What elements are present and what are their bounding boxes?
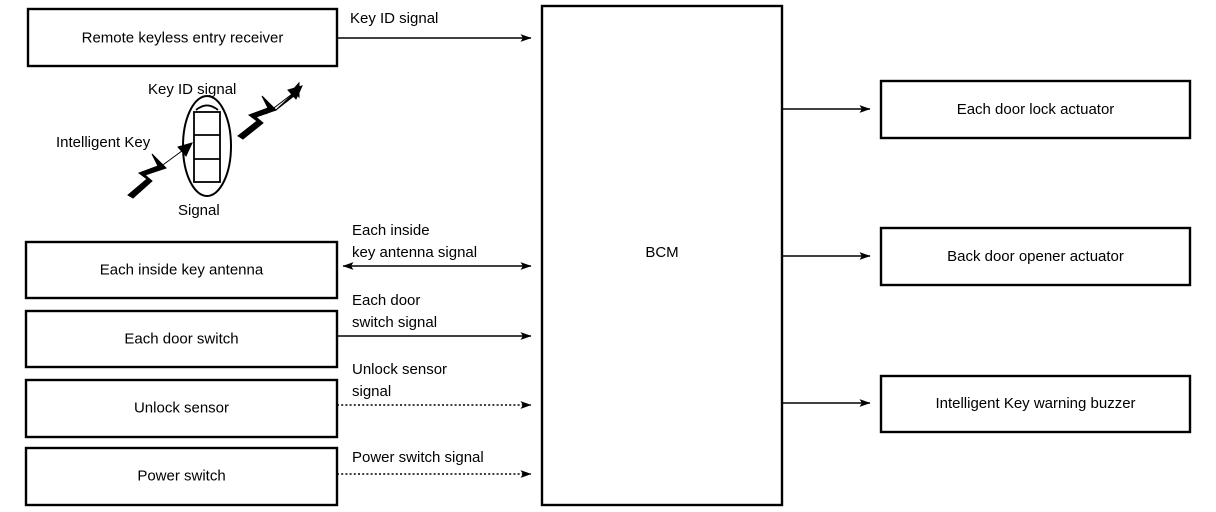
input-box-unlock-sensor[interactable]: Unlock sensor (24, 378, 339, 439)
signal-label-each-door-switch-line1: Each door (352, 292, 420, 309)
output-label-each-door-lock-actuator: Each door lock actuator (957, 101, 1115, 118)
signal-label-unlock-sensor-line1: Unlock sensor (352, 361, 447, 378)
signal-label-key-id-signal-receiver: Key ID signal (350, 10, 438, 27)
input-label-each-door-switch: Each door switch (124, 330, 238, 347)
signal-label-each-inside-line2: key antenna signal (352, 244, 477, 261)
input-box-power-switch[interactable]: Power switch (24, 446, 339, 507)
input-label-each-inside-key-antenna: Each inside key antenna (100, 261, 264, 278)
input-label-unlock-sensor: Unlock sensor (134, 399, 229, 416)
output-box-back-door-opener-actuator[interactable]: Back door opener actuator (879, 226, 1192, 287)
key-illustration-label-intelligent-key: Intelligent Key (56, 134, 151, 151)
lightning-bolt-up-left-icon (127, 142, 193, 199)
lightning-bolt-up-right-icon (237, 81, 303, 140)
controller-label-bcm: BCM (645, 244, 678, 261)
input-box-each-door-switch[interactable]: Each door switch (24, 309, 339, 369)
output-label-back-door-opener-actuator: Back door opener actuator (947, 248, 1124, 265)
output-box-intelligent-key-warning-buzzer[interactable]: Intelligent Key warning buzzer (879, 374, 1192, 434)
signal-label-unlock-sensor-line2: signal (352, 383, 391, 400)
controller-box-bcm[interactable]: BCM (540, 4, 784, 507)
intelligent-key-illustration: Key ID signal Intelligent Key Signal (56, 81, 303, 219)
output-box-each-door-lock-actuator[interactable]: Each door lock actuator (879, 79, 1192, 140)
key-fob-button-block-icon (193, 111, 221, 183)
output-label-intelligent-key-warning-buzzer: Intelligent Key warning buzzer (935, 395, 1135, 412)
input-label-remote-keyless-entry-receiver: Remote keyless entry receiver (82, 29, 284, 46)
input-box-each-inside-key-antenna[interactable]: Each inside key antenna (24, 240, 339, 300)
input-box-remote-keyless-entry-receiver[interactable]: Remote keyless entry receiver (26, 7, 339, 68)
signal-label-each-door-switch-line2: switch signal (352, 314, 437, 331)
key-illustration-label-signal: Signal (178, 202, 220, 219)
signal-label-each-inside-line1: Each inside (352, 222, 430, 239)
key-illustration-label-key-id-signal: Key ID signal (148, 81, 236, 98)
signal-label-power-switch-signal: Power switch signal (352, 449, 484, 466)
input-label-power-switch: Power switch (137, 467, 225, 484)
